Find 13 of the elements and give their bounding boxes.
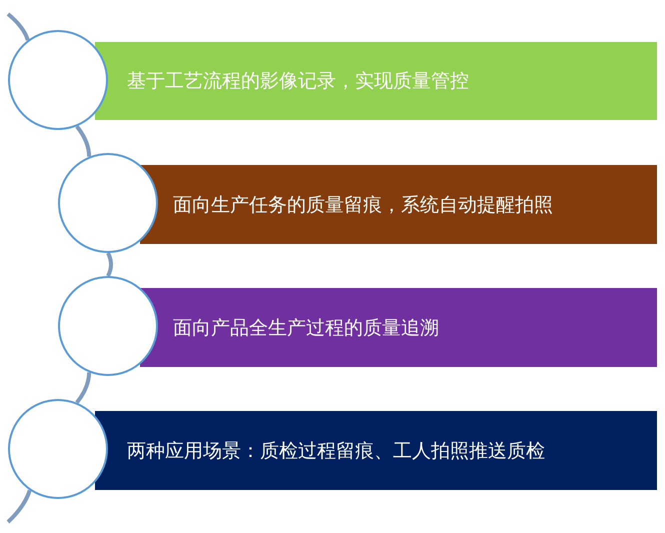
banner-text: 两种应用场景：质检过程留痕、工人拍照推送质检 <box>127 438 545 464</box>
banner-text: 基于工艺流程的影像记录，实现质量管控 <box>127 69 469 94</box>
connector-line <box>75 372 92 404</box>
banner-bar <box>140 288 657 367</box>
banner-text: 面向产品全生产过程的质量追溯 <box>173 316 439 340</box>
banner-bar <box>95 411 657 490</box>
banner-text: 面向生产任务的质量留痕，系统自动提醒拍照 <box>173 192 553 218</box>
connector-line <box>6 490 32 524</box>
banner-bar <box>95 42 657 120</box>
connector-line <box>6 12 30 41</box>
banner-bar <box>140 165 657 244</box>
connector-line <box>106 252 113 277</box>
connector-line <box>75 125 92 157</box>
